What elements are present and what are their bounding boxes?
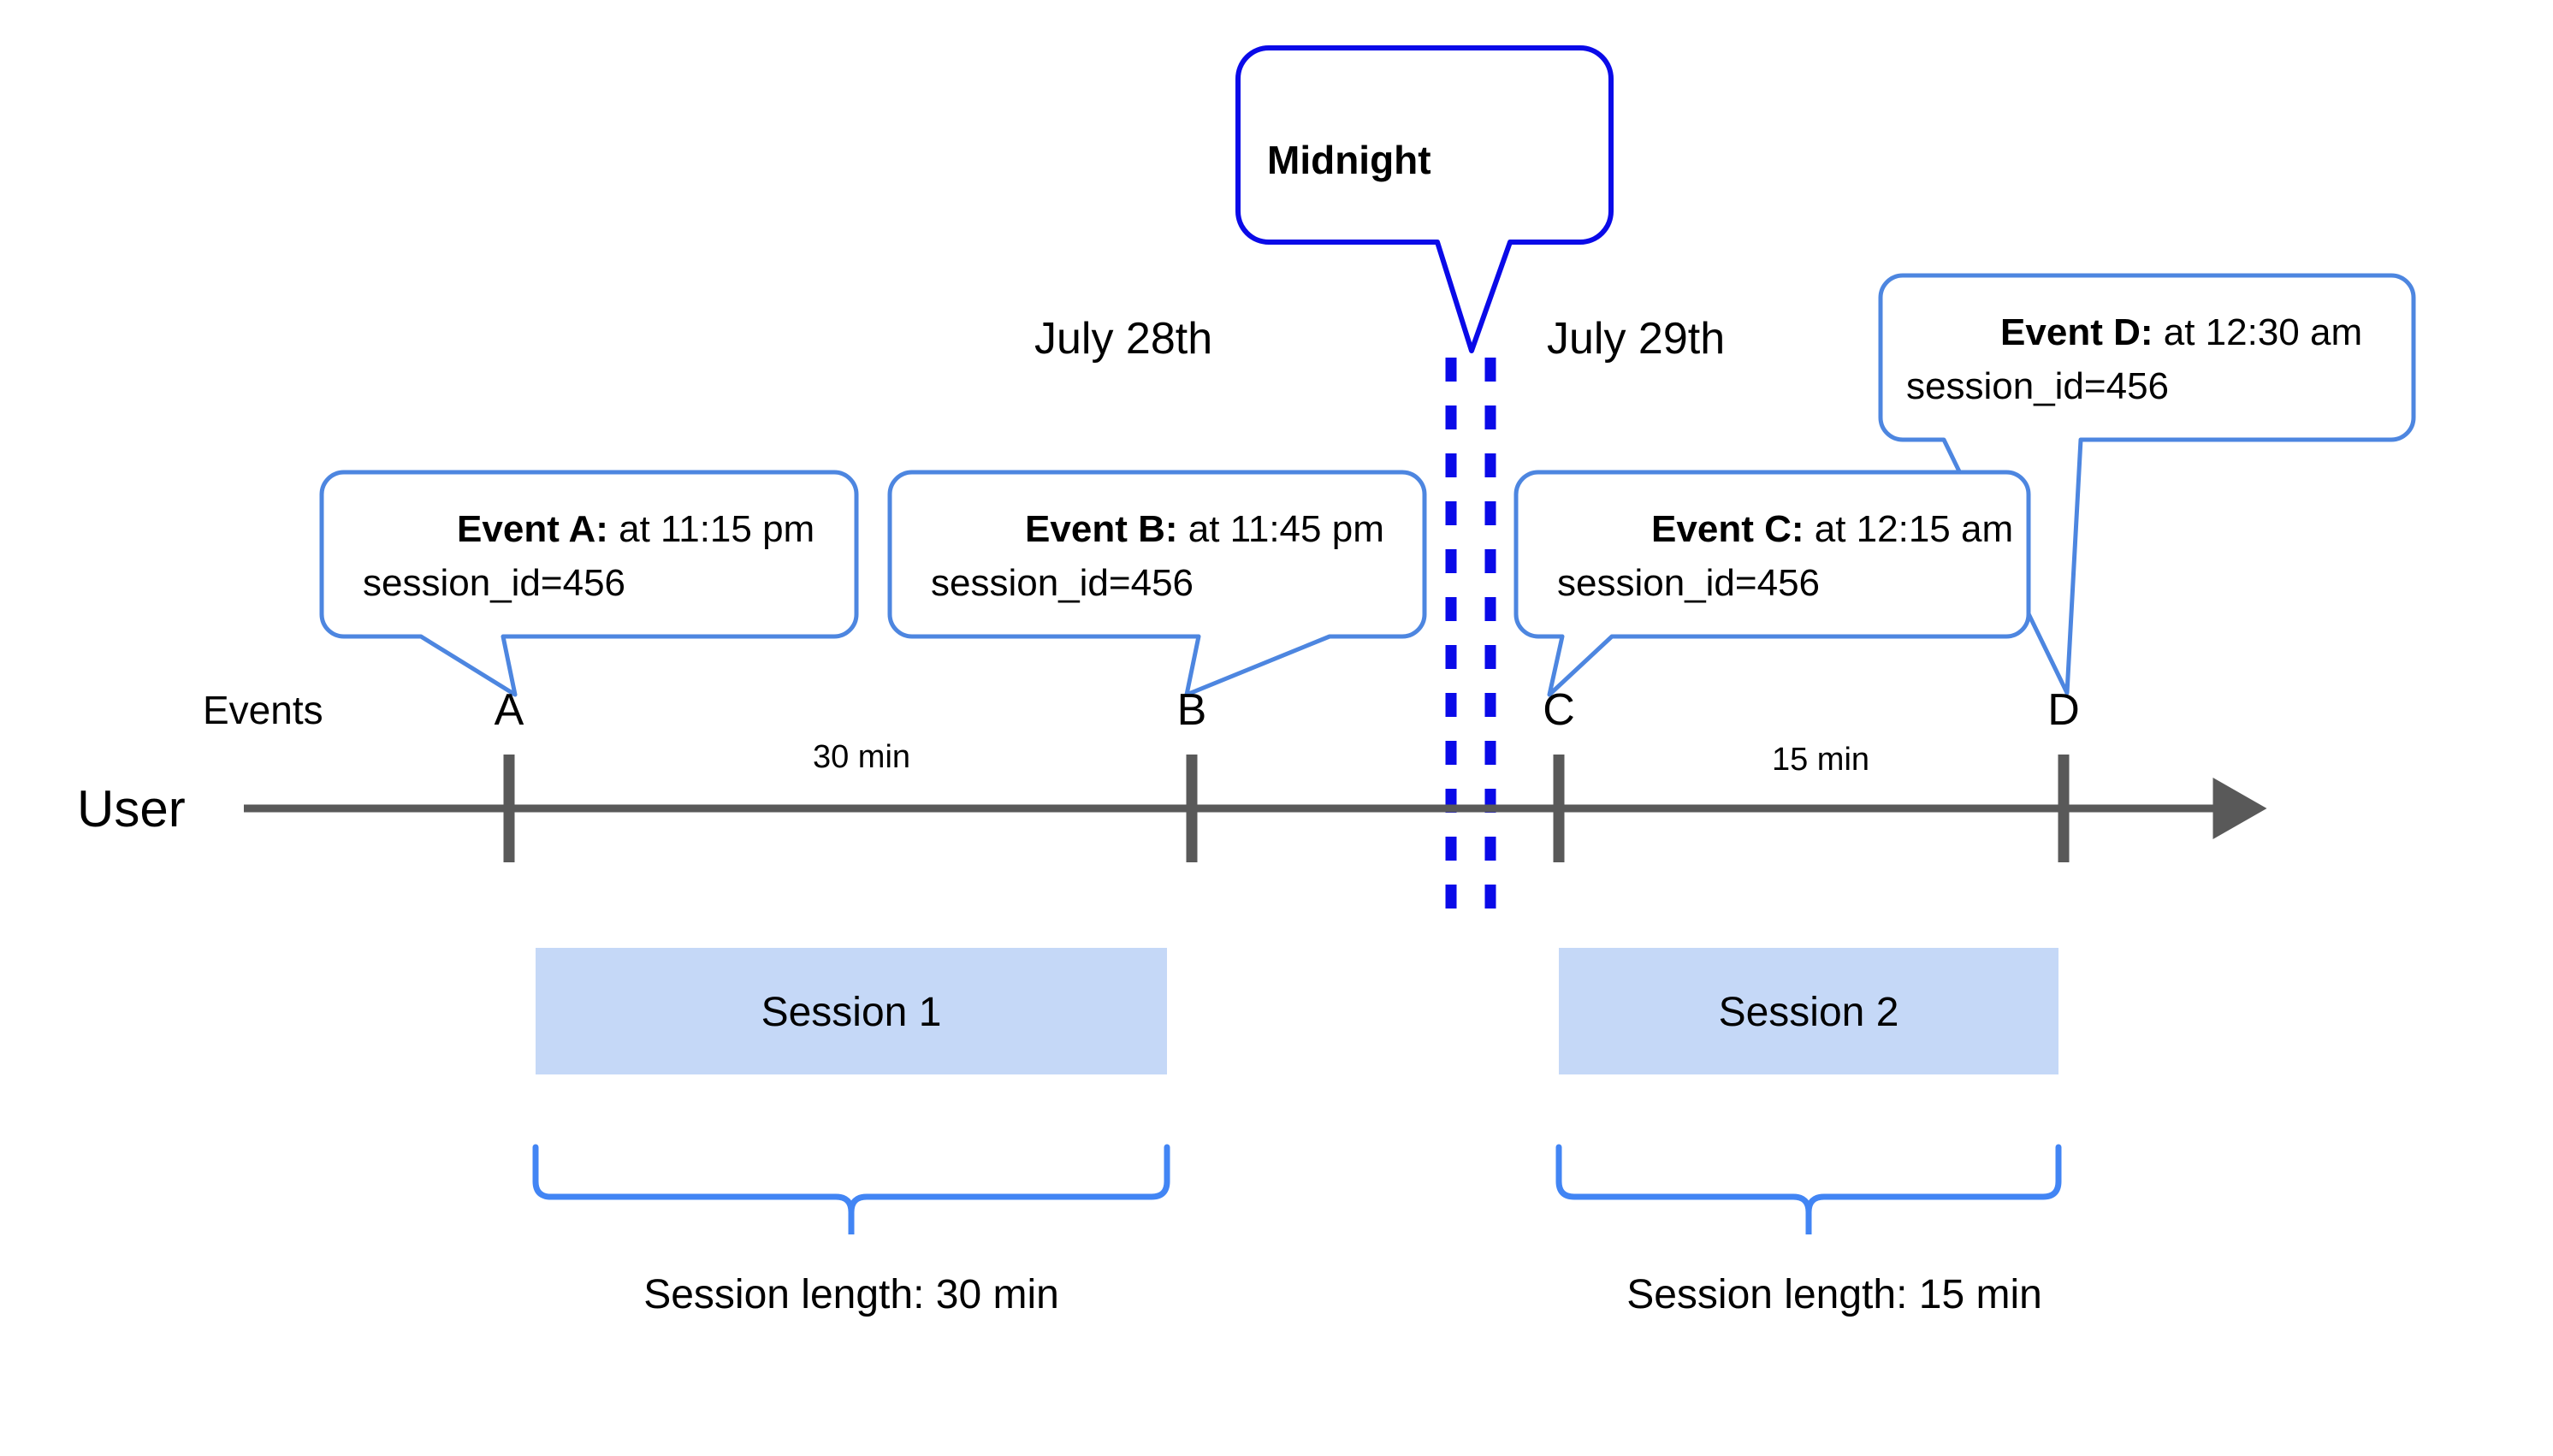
event-callout-d-line-1: Event D: at 12:30 am (1906, 311, 2436, 353)
event-callout-c-title: Event C: (1651, 508, 1804, 550)
session-length-label-2: Session length: 15 min (1626, 1272, 2042, 1317)
event-marker-label-b: B (1177, 685, 1207, 735)
session-brace-1-path (532, 1144, 1170, 1234)
event-callout-d: Event D: at 12:30 am session_id=456 (1878, 273, 2436, 695)
duration-label-a-b: 30 min (813, 739, 910, 775)
event-callout-a-title: Event A: (457, 508, 608, 550)
event-callout-c-line-2: session_id=456 (1557, 562, 1820, 604)
session-length-label-1: Session length: 30 min (643, 1272, 1059, 1317)
event-callout-b-detail: at 11:45 pm (1178, 508, 1384, 550)
event-callout-d-shape (1878, 273, 2416, 695)
event-callout-b: Event B: at 11:45 pm session_id=456 (887, 470, 1457, 697)
event-callout-a: Event A: at 11:15 pm session_id=456 (319, 470, 888, 697)
event-callout-c-line-1: Event C: at 12:15 am (1557, 508, 2087, 550)
session-brace-2 (1555, 1144, 2062, 1234)
event-callout-c: Event C: at 12:15 am session_id=456 (1513, 470, 2087, 697)
event-marker-label-c: C (1543, 685, 1575, 735)
midnight-boundary-lines (1445, 358, 1496, 922)
duration-label-c-d: 15 min (1772, 742, 1869, 778)
session-box-1-rect (536, 948, 1167, 1074)
midnight-callout-shape (1235, 45, 1614, 353)
event-callout-b-line-2: session_id=456 (931, 562, 1194, 604)
date-label-july-28: July 28th (1034, 314, 1212, 364)
session-box-2-rect (1559, 948, 2058, 1074)
event-marker-label-d: D (2047, 685, 2080, 735)
session-brace-2-path (1555, 1144, 2062, 1234)
event-callout-d-line-2: session_id=456 (1906, 365, 2169, 407)
session-box-1-label: Session 1 (761, 990, 942, 1035)
event-callout-a-line-2: session_id=456 (363, 562, 625, 604)
event-callout-b-shape (887, 470, 1427, 697)
event-marker-label-a: A (495, 685, 524, 735)
session-box-1: Session 1 (536, 948, 1167, 1074)
event-callout-c-shape (1513, 470, 2031, 697)
timeline-axis (244, 755, 2267, 862)
event-callout-c-detail: at 12:15 am (1804, 508, 2014, 550)
date-label-july-29: July 29th (1547, 314, 1725, 364)
session-box-2: Session 2 (1559, 948, 2058, 1074)
row-label-user: User (77, 780, 186, 837)
event-callout-a-shape (319, 470, 859, 697)
event-callout-d-title: Event D: (2000, 311, 2153, 353)
row-label-events: Events (203, 688, 323, 732)
session-brace-1 (532, 1144, 1170, 1234)
midnight-label: Midnight (1267, 138, 1431, 182)
event-callout-a-detail: at 11:15 pm (608, 508, 814, 550)
session-box-2-label: Session 2 (1719, 990, 1899, 1035)
midnight-callout: Midnight (1235, 45, 1614, 353)
event-callout-d-detail: at 12:30 am (2153, 311, 2363, 353)
event-callout-b-line-1: Event B: at 11:45 pm (931, 508, 1457, 550)
event-callout-b-title: Event B: (1025, 508, 1177, 550)
event-callout-a-line-1: Event A: at 11:15 pm (363, 508, 888, 550)
